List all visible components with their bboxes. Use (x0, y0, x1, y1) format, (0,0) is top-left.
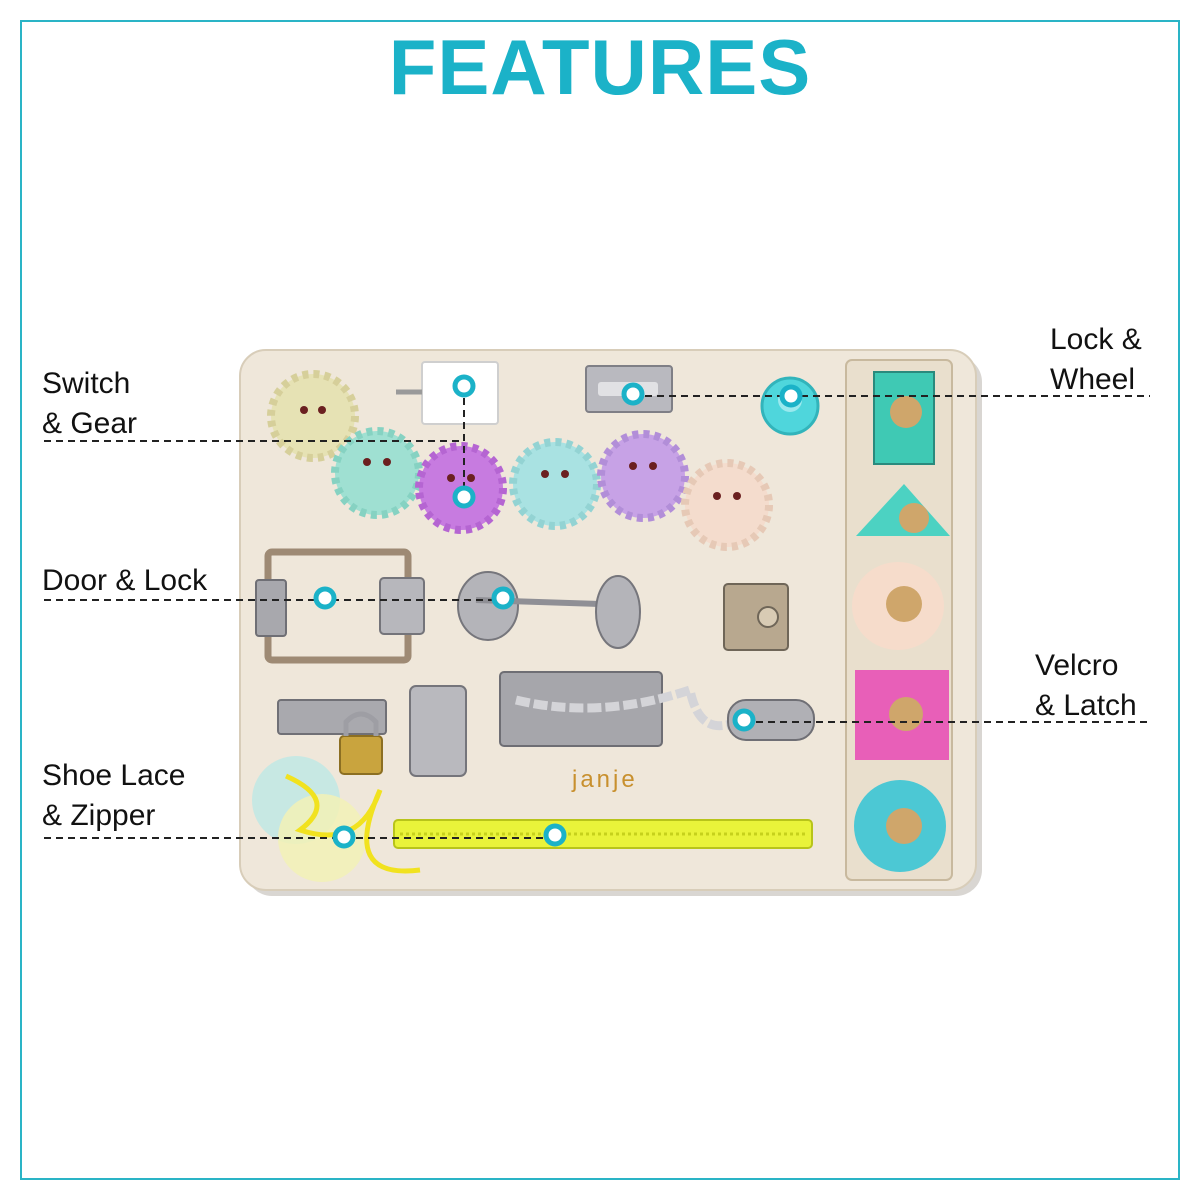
padlock-icon[interactable] (339, 735, 383, 775)
leader-lines (44, 386, 1150, 839)
cabinet-lock[interactable] (723, 583, 789, 651)
hotspot-latch[interactable] (732, 708, 756, 732)
label-line: Lock & (1050, 323, 1142, 356)
oval-knob[interactable] (886, 586, 922, 622)
hotspot-hook[interactable] (491, 586, 515, 610)
hotspot-shoe-lace[interactable] (332, 825, 356, 849)
label-line: Switch (42, 367, 131, 400)
door-hinge (255, 579, 287, 637)
hotspot-markers (313, 374, 803, 849)
label-line: Shoe Lace (42, 759, 186, 792)
toggle-latch[interactable] (409, 685, 467, 777)
label-velcro-latch: Velcro & Latch (1035, 646, 1137, 726)
hotspot-zipper[interactable] (543, 823, 567, 847)
door-latch[interactable] (379, 577, 425, 635)
zipper[interactable] (393, 819, 813, 849)
label-line: Door & Lock (42, 564, 208, 597)
rectangle-knob[interactable] (890, 396, 922, 428)
brand-logo-text: janje (572, 766, 638, 793)
label-line: & Zipper (42, 799, 156, 832)
label-line: Wheel (1050, 363, 1136, 396)
gear-train (267, 370, 773, 551)
shoe-lace[interactable] (284, 773, 421, 874)
triangle-knob[interactable] (899, 503, 929, 533)
border-frame (20, 20, 1180, 1180)
gear-yellow[interactable] (267, 370, 359, 462)
hasp-plate[interactable] (277, 699, 387, 735)
eye-plate (595, 575, 641, 649)
hotspot-lock[interactable] (621, 382, 645, 406)
label-line: Velcro (1035, 649, 1119, 682)
hotspot-door[interactable] (313, 586, 337, 610)
circle-knob[interactable] (886, 808, 922, 844)
gear-peach[interactable] (681, 459, 773, 551)
label-door-lock: Door & Lock (42, 561, 207, 601)
page-title: FEATURES (388, 23, 812, 111)
label-switch-gear: Switch & Gear (42, 364, 137, 444)
gear-blue[interactable] (509, 438, 601, 530)
keyhole-icon (757, 606, 779, 628)
square-knob[interactable] (889, 697, 923, 731)
label-shoe-lace-zipper: Shoe Lace & Zipper (42, 756, 185, 836)
hotspot-gear[interactable] (452, 485, 476, 509)
gear-lavender[interactable] (597, 430, 689, 522)
label-line: & Gear (42, 407, 138, 440)
label-line: & Latch (1035, 689, 1137, 722)
gear-teal[interactable] (331, 427, 423, 519)
label-lock-wheel: Lock & Wheel (1050, 320, 1142, 400)
hotspot-wheel[interactable] (779, 384, 803, 408)
hotspot-switch[interactable] (452, 374, 476, 398)
door-chain[interactable] (514, 684, 743, 731)
padlock-shackle[interactable] (343, 711, 379, 736)
